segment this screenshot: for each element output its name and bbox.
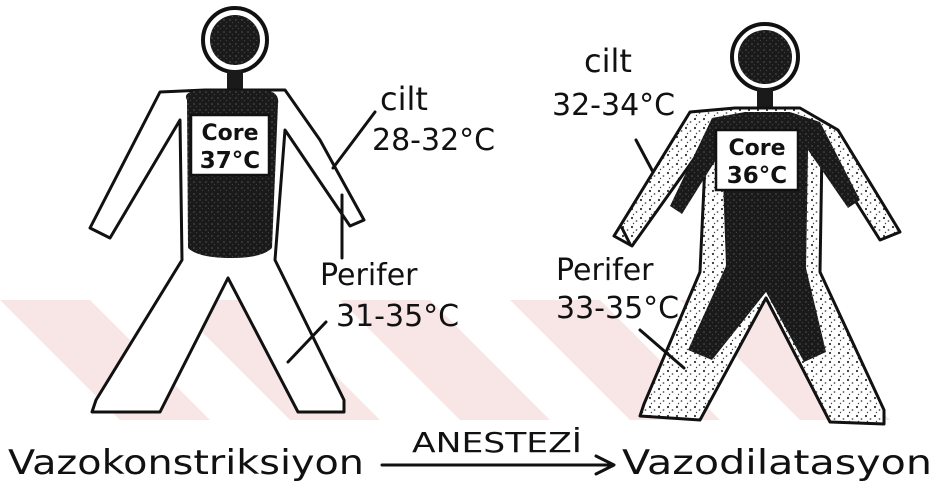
right-skin-label: cilt <box>584 42 632 80</box>
caption-right-state: Vazodilatasyon <box>622 443 932 483</box>
right-periphery-label: Perifer <box>556 253 654 288</box>
caption-left-state: Vazokonstriksiyon <box>8 443 364 483</box>
left-skin-range: 28-32°C <box>372 123 495 158</box>
left-core-word: Core <box>201 121 258 146</box>
caption-transition: ANESTEZİ <box>412 426 582 459</box>
right-skin-pointer <box>636 140 653 172</box>
left-skin-pointer <box>333 112 375 168</box>
left-skin-label: cilt <box>380 80 428 118</box>
left-core-temp: 37°C <box>200 148 260 174</box>
right-skin-range: 32-34°C <box>552 88 675 123</box>
left-periphery-label: Perifer <box>320 258 418 293</box>
left-periphery-range: 31-35°C <box>336 299 459 334</box>
right-periphery-range: 33-35°C <box>556 291 679 326</box>
right-head-core <box>738 30 792 84</box>
right-core-temp: 36°C <box>727 163 787 189</box>
caption: Vazokonstriksiyon ANESTEZİ Vazodilatasyo… <box>8 426 932 483</box>
left-head-core <box>210 15 260 65</box>
right-core-word: Core <box>728 136 785 161</box>
